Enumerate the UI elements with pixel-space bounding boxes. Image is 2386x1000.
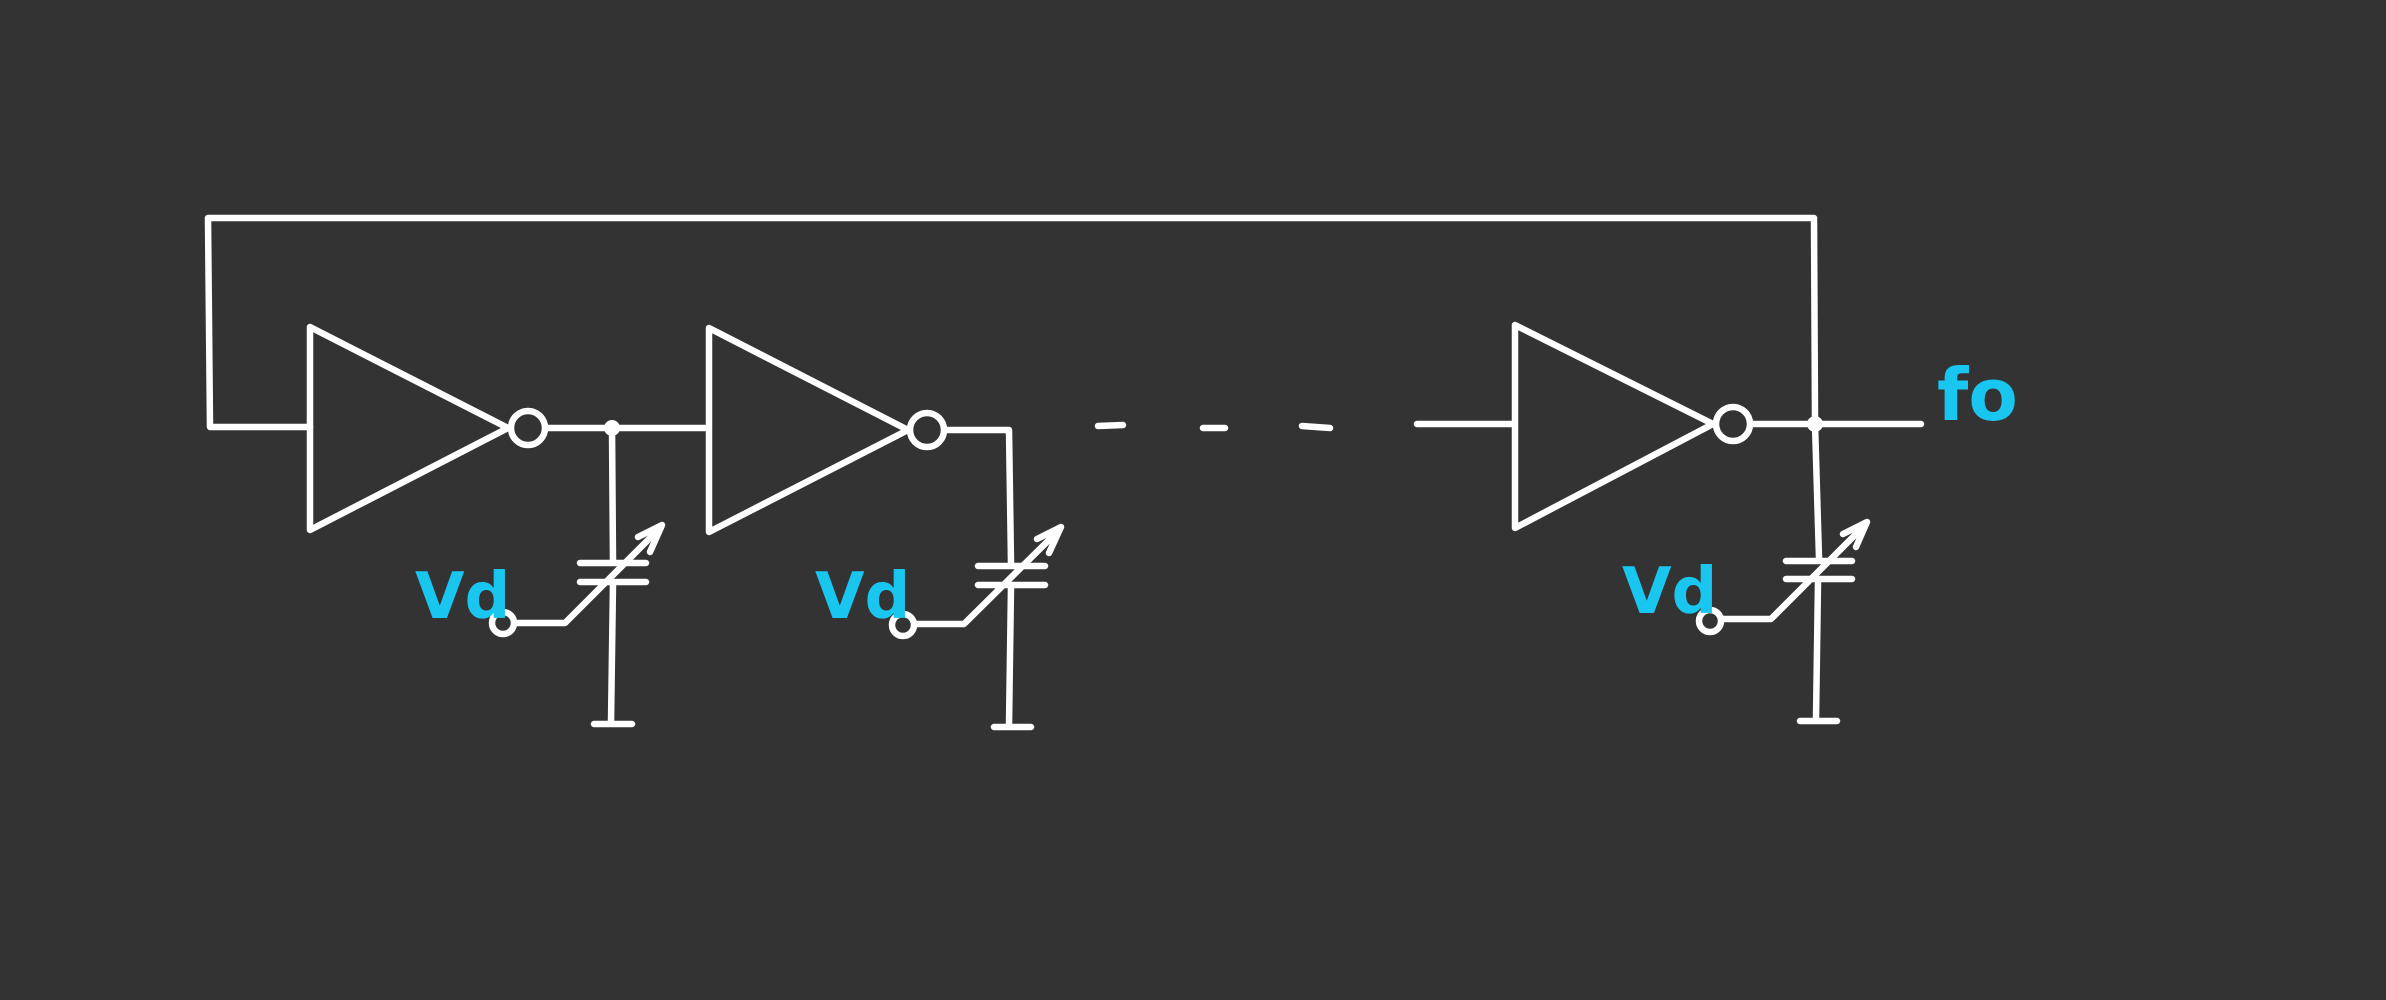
continuation-dashes bbox=[1094, 420, 1516, 432]
inverter-triangle bbox=[705, 324, 912, 536]
control-voltage-label: Vd bbox=[1622, 555, 1717, 629]
inverter-bubble bbox=[906, 409, 948, 451]
inverter-triangle bbox=[306, 323, 512, 534]
inverter-stage-1: Vd bbox=[306, 323, 709, 728]
varactor-1 bbox=[513, 424, 666, 728]
varactor-2 bbox=[912, 523, 1065, 731]
control-voltage-label: Vd bbox=[415, 560, 510, 634]
inverter-bubble bbox=[507, 407, 549, 449]
control-terminal[interactable] bbox=[1695, 606, 1725, 636]
output-frequency-label: fo bbox=[1937, 353, 2018, 437]
inverter-bubble bbox=[1712, 403, 1754, 445]
inverter-triangle bbox=[1511, 321, 1717, 532]
control-terminal[interactable] bbox=[488, 608, 518, 638]
inverter-stage-2: Vd bbox=[705, 324, 1065, 731]
varactor-n bbox=[1719, 518, 1871, 725]
inverter-stage-n: Vd bbox=[1511, 321, 1925, 725]
feedback-wire bbox=[204, 214, 1819, 431]
control-voltage-label: Vd bbox=[815, 560, 910, 634]
control-terminal[interactable] bbox=[888, 610, 918, 640]
